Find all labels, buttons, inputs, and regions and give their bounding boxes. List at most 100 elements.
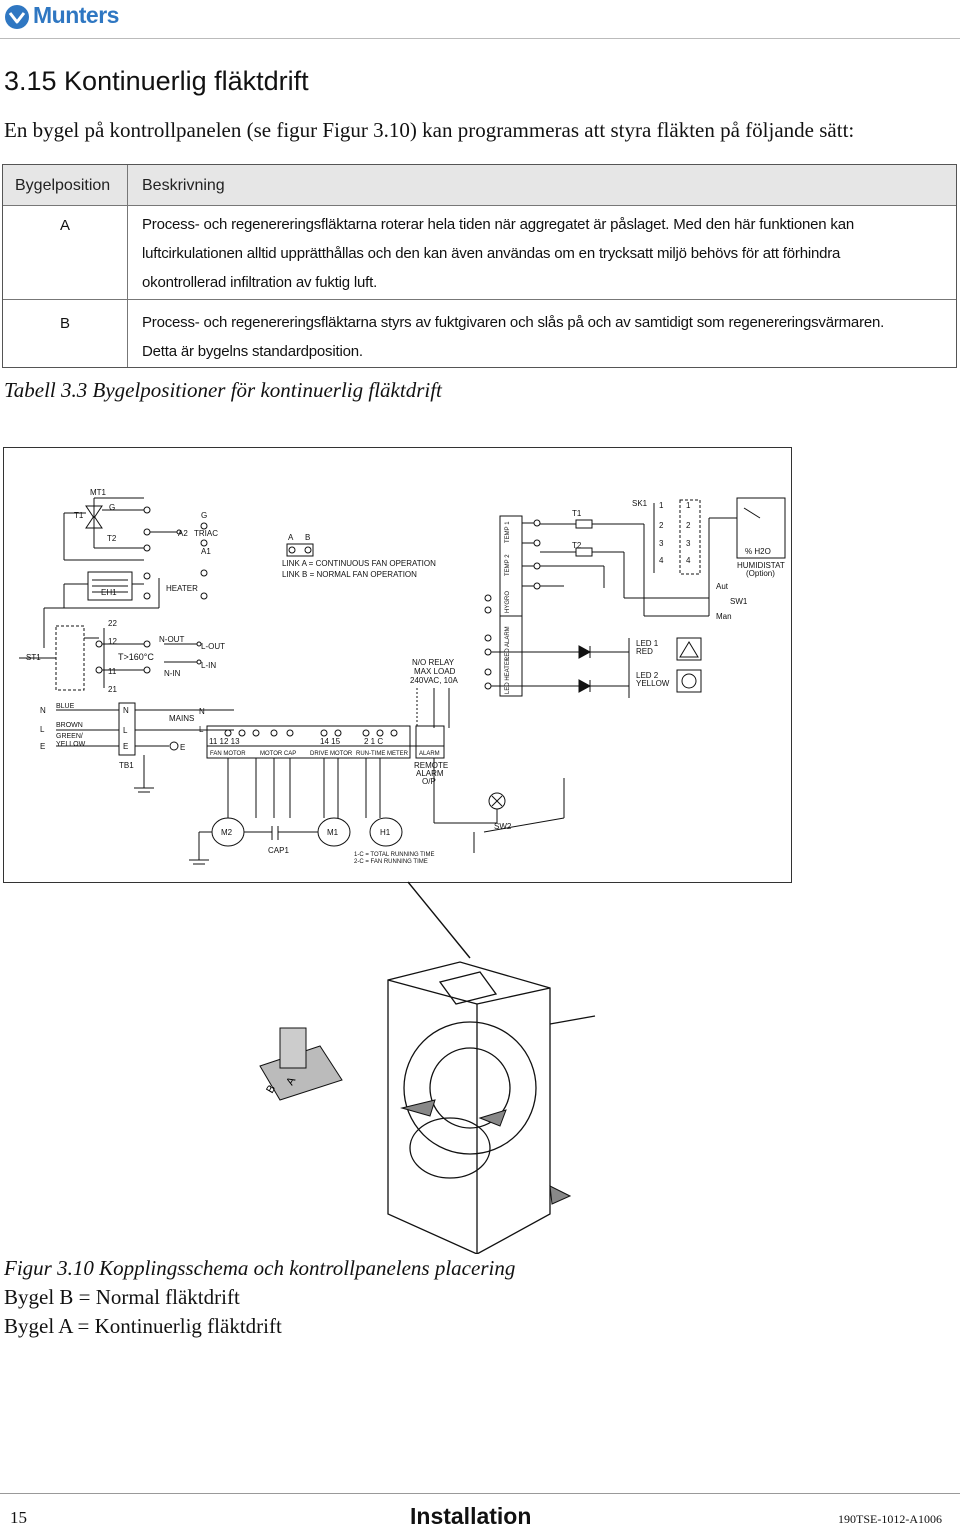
document-id: 190TSE-1012-A1006 [838,1512,942,1526]
label-t2: T2 [107,534,117,543]
label-heater: HEATER [166,584,198,593]
label-n1: 1 [659,501,664,510]
row-a-description: Process- och regenereringsfläktarna rote… [142,210,942,297]
row-b-description: Process- och regenereringsfläktarna styr… [142,308,942,366]
label-led2a: LED 2 [636,671,659,680]
logo-text: Munters [33,2,119,28]
label-g2: G [201,511,207,520]
row-a-line: okontrollerad infiltration av fuktig luf… [142,274,378,291]
page-number: 15 [10,1508,27,1527]
header-position: Bygelposition [15,177,111,194]
label-tb-l: L [123,726,128,735]
label-m4: 4 [686,556,691,565]
unit-svg: B A [259,961,596,1255]
label-t1b: T1 [572,509,582,518]
row-divider [3,205,956,206]
label-aut: Aut [716,582,729,591]
label-tb-e: E [123,742,128,751]
label-m2: M2 [221,828,233,837]
label-n2: 2 [659,521,664,530]
label-led1a: LED 1 [636,639,659,648]
label-l: L [40,725,45,734]
label-man: Man [716,612,732,621]
label-21: 21 [108,685,117,694]
label-pct: % H2O [745,547,771,556]
label-link-b-text: LINK B = NORMAL FAN OPERATION [282,570,417,579]
label-t-drive: 14 15 [320,737,341,746]
label-t160: T>160°C [118,652,154,662]
label-remote3: O/P [422,777,436,786]
label-sw1: SW1 [730,597,748,606]
row-b-position: B [59,315,70,332]
label-blue: BLUE [56,703,75,710]
label-l-in: L-IN [201,661,216,670]
label-mt1: MT1 [90,488,107,497]
label-hygro: HYGRO [505,591,511,613]
label-l-out: L-OUT [201,642,225,651]
caption-jumper-b: Bygel B = Normal fläktdrift [4,1285,240,1309]
label-triac: TRIAC [194,529,218,538]
label-link-a: A [288,533,294,542]
row-a-position: A [59,217,70,234]
row-b-line: Process- och regenereringsfläktarna styr… [142,314,885,331]
label-led2b: YELLOW [636,679,670,688]
label-a2: A2 [178,529,188,538]
label-12: 12 [108,637,117,646]
row-b-line: Detta är bygelns standardposition. [142,343,363,360]
label-22: 22 [108,619,117,628]
label-n3: 3 [659,539,664,548]
label-n: N [40,706,46,715]
table-header-cell: Bygelposition [3,165,127,205]
label-led-alarm: LED ALARM [505,626,511,660]
unit-illustration: B A [250,958,610,1255]
label-m3: 3 [686,539,691,548]
label-temp2: TEMP 2 [505,554,511,576]
label-mains-e: E [180,743,185,752]
label-temp1: TEMP 1 [505,521,511,543]
row-a-line: luftcirkulationen alltid upprätthållas o… [142,245,841,262]
section-title: 3.15 Kontinuerlig fläktdrift [4,66,309,96]
label-rt2: 2-C = FAN RUNNING TIME [354,859,428,865]
label-humidistat: HUMIDISTAT [737,561,785,570]
footer-rule [0,1493,960,1494]
label-fan-motor: FAN MOTOR [210,751,246,757]
label-n-out: N-OUT [159,635,184,644]
label-link-a-text: LINK A = CONTINUOUS FAN OPERATION [282,559,436,568]
label-t-run: 2 1 C [364,737,383,746]
label-m1: 1 [686,501,691,510]
table-header-cell: Beskrivning [128,165,956,205]
header-description: Beskrivning [142,177,225,194]
label-11: 11 [108,667,117,676]
label-tb-n: N [123,706,129,715]
label-led-heater: LED HEATER [505,656,511,694]
label-t-fan: 11 12 13 [209,737,240,746]
label-yellow: YELLOW [56,741,86,748]
intro-paragraph: En bygel på kontrollpanelen (se figur Fi… [4,118,855,142]
label-mains: MAINS [169,714,194,723]
label-m2: 2 [686,521,691,530]
label-cap1: CAP1 [268,846,289,855]
figure-caption: Figur 3.10 Kopplingsschema och kontrollp… [4,1256,516,1280]
caption-jumper-a: Bygel A = Kontinuerlig fläktdrift [4,1314,282,1338]
label-remote1: REMOTE [414,761,448,770]
label-led1b: RED [636,647,653,656]
label-n-in: N-IN [164,669,181,678]
label-tb1: TB1 [119,761,134,770]
label-mains-l: L [199,725,204,734]
label-drive-motor: DRIVE MOTOR [310,751,353,757]
label-h1: H1 [380,828,391,837]
wiring-svg: MT1 T1 T2 G G A2 TRIAC A1 HEATER EH1 A B… [19,488,786,865]
header-rule [0,38,960,39]
label-e: E [40,742,45,751]
leader-line [407,881,471,959]
label-m1: M1 [327,828,339,837]
label-remote2: ALARM [416,769,444,778]
label-g: G [109,503,115,512]
label-rt1: 1-C = TOTAL RUNNING TIME [354,852,435,858]
label-link-b: B [305,533,310,542]
label-run-meter: RUN-TIME METER [356,751,409,757]
jumper-table: Bygelposition Beskrivning A Process- och… [2,164,957,368]
label-n4: 4 [659,556,664,565]
label-motor-cap: MOTOR CAP [260,751,296,757]
label-relay3: 240VAC, 10A [410,676,459,685]
